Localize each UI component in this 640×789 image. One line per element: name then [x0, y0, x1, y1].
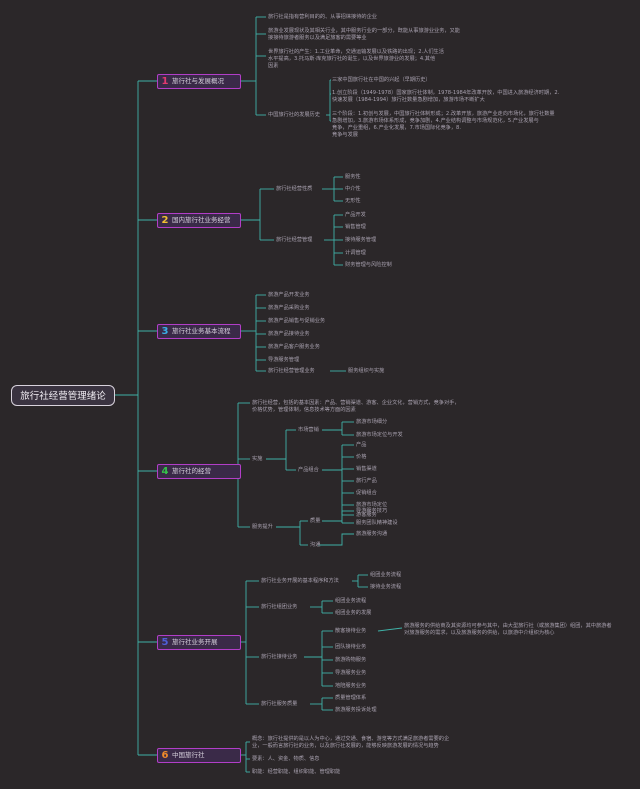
b2-mgmt-item-2: 销售管理 [345, 224, 366, 230]
b4-mix-item-7: 游客服务 [356, 512, 377, 518]
branch-3-label: 旅行社业务基本流程 [172, 327, 231, 335]
b3-item-6: 导游服务管理 [268, 357, 300, 363]
b4-quality-item-2: 服务团队精神建设 [356, 520, 398, 526]
b5-group-4: 旅行社服务质量 [261, 701, 298, 707]
b5-group-2: 旅行社组团业务 [261, 604, 298, 610]
b1-leaf-china-1: 三家中国旅行社在中国的兴起（早期历史） [332, 77, 431, 83]
b1-leaf-industry-a: 旅游业发展现状及其相关行业，其中服务行业的一部分，既能从事旅游业业务，又能 [268, 28, 460, 34]
b5-g3-item-1: 散客接待业务 [335, 628, 367, 634]
b2-nature-item-2: 中介性 [345, 186, 361, 192]
branch-1-number: 1 [161, 76, 169, 87]
b4-quality-item-1: 导游服务技巧 [356, 508, 388, 514]
b5-group-3: 旅行社接待业务 [261, 654, 298, 660]
b5-g3-item-5: 地陪服务业务 [335, 683, 367, 689]
b4-node-service: 服务提升 [252, 524, 273, 530]
b4-mix-item-5: 促销组合 [356, 490, 377, 496]
b5-g2-item-2: 组团业务的发展 [335, 610, 372, 616]
b4-intro-a: 旅行社经营，包括的基本因素：产品、营销渠道、游客、企业文化，营销方式，竞争对手， [252, 400, 460, 406]
b6-concept-b: 业，一般而言旅行社的业务，以及旅行社发展的，能够反映旅游发展的情况与趋势 [252, 743, 439, 749]
b3-item-3: 旅游产品销售与促销业务 [268, 318, 326, 324]
b6-concept-a: 概念：旅行社提供的是以人为中心，通过交通、食宿、游览等方式满足旅游者需要的企 [252, 736, 450, 742]
b2-nature-item-1: 服务性 [345, 174, 361, 180]
b1-leaf-origin-b: 水平提高，3.托马斯·库克旅行社的诞生，以及世界旅游业的发展；4.其他 [268, 56, 436, 62]
b1-leaf-origin-c: 因素 [268, 63, 279, 69]
link-b5-note [377, 627, 403, 632]
b5-group-1: 旅行社业务开展的基本程序和方法 [261, 578, 339, 584]
b4-mix-item-3: 销售渠道 [356, 466, 377, 472]
b5-g4-item-2: 旅游服务投诉处理 [335, 707, 377, 713]
b5-g3-item-3: 旅游购物服务 [335, 657, 367, 663]
b5-g3-note-a: 旅游服务的供给商及其资源均可参与其中，由大型旅行社（或旅游集团）组团，其中旅游者 [404, 623, 612, 629]
branch-6-label: 中国旅行社 [172, 751, 205, 759]
branch-2-label: 国内旅行社业务经营 [172, 216, 231, 224]
b1-leaf-definition: 旅行社是指有营利目的的、从事招徕接待的企业 [268, 14, 377, 20]
branch-4-label: 旅行社的经营 [172, 467, 211, 475]
b4-mix-item-1: 产品 [356, 442, 367, 448]
b2-mgmt-item-4: 计调管理 [345, 250, 366, 256]
b4-marketing-item-2: 旅游市场定位与开发 [356, 432, 403, 438]
b2-mgmt-item-3: 接待服务管理 [345, 237, 377, 243]
b4-intro-b: 价格优势，管理体制，信息技术等方面的因素 [252, 407, 356, 413]
b4-node-implement: 实施 [252, 456, 263, 462]
b1-leaf-china-2a: 1.创立阶段（1949-1978）国家旅行社体制，1978-1984年改革开放，… [332, 90, 560, 96]
b1-leaf-china-history: 中国旅行社的发展历史 [268, 112, 320, 118]
b4-comm-item-1: 旅游服务沟通 [356, 531, 388, 537]
b4-mix-item-2: 价格 [356, 454, 367, 460]
b4-node-product-mix: 产品组合 [298, 467, 319, 473]
b6-elements: 要素：人、资金、物质、信息 [252, 756, 320, 762]
b1-leaf-china-3a: 三个阶段：1.初创与发展，中国旅行社体制形成；2.改革开放，旅游产业走向市场化，… [332, 111, 555, 117]
b4-node-quality: 质量 [310, 518, 321, 524]
branch-5-number: 5 [161, 637, 169, 648]
b1-leaf-industry-b: 接接待旅游者服务以及满足旅客的需要等业 [268, 35, 367, 41]
link-b4-comm [318, 533, 354, 546]
b3-item-4: 旅游产品接待业务 [268, 331, 310, 337]
b4-mix-item-4: 旅行产品 [356, 478, 377, 484]
branch-3-number: 3 [161, 326, 169, 337]
b6-functions: 职能：经营职能、组织职能、管理职能 [252, 769, 341, 775]
b2-group-management: 旅行社经营管理 [276, 237, 313, 243]
root-node[interactable]: 旅行社经营管理绪论 [11, 385, 115, 406]
b4-node-marketing: 市场营销 [298, 427, 319, 433]
b3-item-7: 旅行社经营管理业务 [268, 368, 315, 374]
b2-mgmt-item-1: 产品开发 [345, 212, 366, 218]
b4-marketing-item-1: 旅游市场细分 [356, 419, 388, 425]
b5-g3-item-4: 导游服务业务 [335, 670, 367, 676]
b2-mgmt-item-5: 财务管理与风险控制 [345, 262, 392, 268]
branch-2-number: 2 [161, 215, 169, 226]
b3-item-2: 旅游产品采购业务 [268, 305, 310, 311]
b3-item-1: 旅游产品开发业务 [268, 292, 310, 298]
b1-leaf-china-3b: 急剧增加，3.旅游市场体系形成，竞争加剧，4.产业结构调整与市场规范化，5.产业… [332, 118, 539, 124]
b5-g1-item-2: 接待业务流程 [370, 584, 402, 590]
branch-5-label: 旅行社业务开展 [172, 638, 218, 646]
b2-group-nature: 旅行社经营性质 [276, 186, 313, 192]
b4-mix-item-6: 旅游市场定位 [356, 502, 388, 508]
b5-g3-item-2: 团队接待业务 [335, 644, 367, 650]
b1-leaf-china-3d: 竞争与发展 [332, 132, 358, 138]
branch-1-label: 旅行社与发展概况 [172, 77, 224, 85]
b5-g3-note-b: 对旅游服务的需求，以及旅游服务的供给，以旅游中介组织为核心 [404, 630, 555, 636]
b1-leaf-origin-a: 世界旅行社的产生：1.工业革命，交通运输发展以及铁路的出现；2.人们生活 [268, 49, 444, 55]
b5-g1-item-1: 组团业务流程 [370, 572, 402, 578]
branch-6-number: 6 [161, 750, 169, 761]
b5-g2-item-1: 组团业务流程 [335, 598, 367, 604]
branch-4-number: 4 [161, 466, 169, 477]
b2-nature-item-3: 无形性 [345, 198, 361, 204]
b1-leaf-china-2b: 快速发展（1984-1994）旅行社数量急剧增加，旅游市场不断扩大 [332, 97, 485, 103]
b4-node-comm: 沟通 [310, 542, 321, 548]
b3-item-7-child: 服务组织与实施 [348, 368, 385, 374]
b5-g4-item-1: 质量管理体系 [335, 695, 367, 701]
b3-item-5: 旅游产品客户服务业务 [268, 344, 320, 350]
b1-leaf-china-3c: 竞争，产业重组，6.产业化发展，7.市场国际化竞争，8. [332, 125, 461, 131]
